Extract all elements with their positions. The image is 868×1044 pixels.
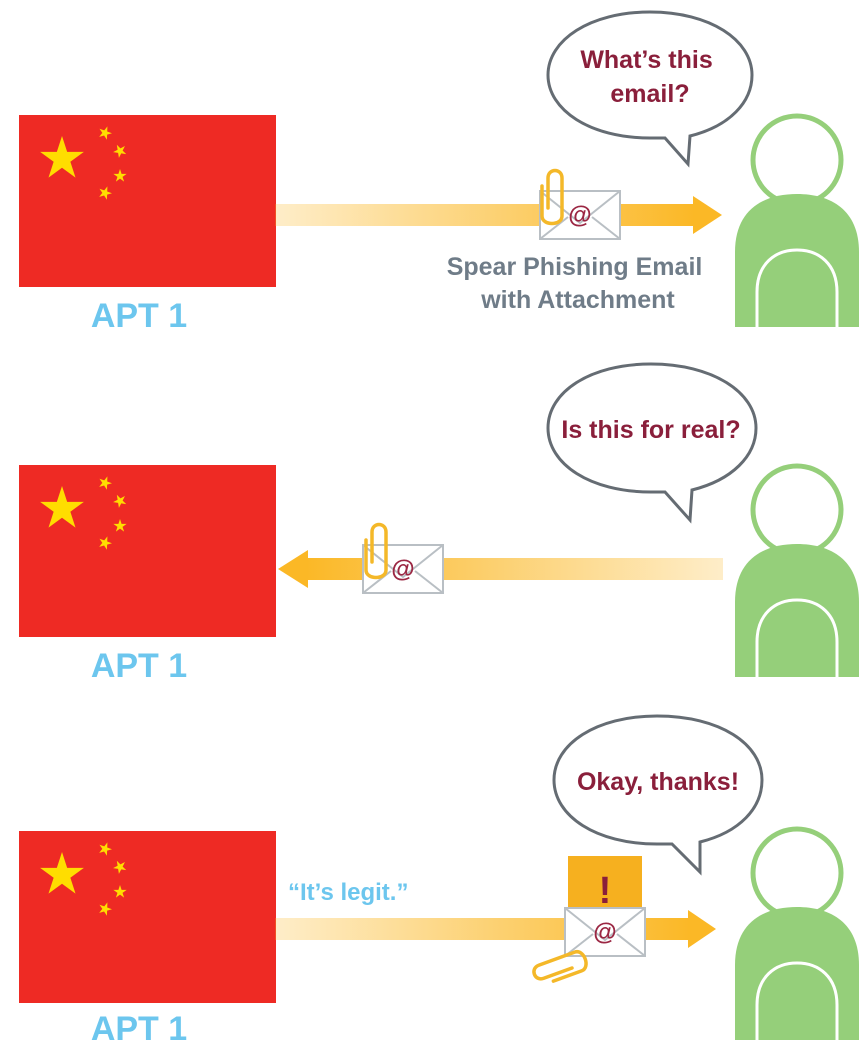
arrow-to-attacker: [278, 550, 723, 588]
email-with-attachment: @: [362, 522, 444, 594]
china-flag-icon: [19, 465, 276, 637]
bubble-text: Okay, thanks!: [577, 768, 739, 796]
arrow-to-target: [275, 196, 722, 234]
china-flag-icon: [19, 115, 276, 287]
warning-mark: !: [599, 870, 612, 912]
speech-bubble-icon: [546, 10, 754, 168]
email-with-attachment: @: [530, 907, 646, 989]
reply-quote: “It’s legit.”: [288, 879, 408, 906]
row-1: APT 1 @ Spear Phishing Email with Attach…: [19, 10, 859, 335]
speech-bubble-icon: [552, 714, 764, 876]
bubble-text: What’s this email?: [580, 46, 719, 108]
row-3: APT 1 “It’s legit.” ! @ Okay, thanks!: [19, 714, 859, 1044]
arrow-to-target: [275, 910, 716, 948]
bubble-text: Is this for real?: [561, 416, 740, 444]
email-with-attachment: @: [539, 168, 621, 240]
person-icon: [735, 466, 859, 677]
actor-label: APT 1: [91, 297, 187, 335]
person-icon: [735, 829, 859, 1040]
row-2: APT 1 @ Is this for real?: [19, 362, 859, 685]
actor-label: APT 1: [91, 647, 187, 685]
email-caption: Spear Phishing Email with Attachment: [447, 253, 710, 314]
envelope-at-symbol: @: [593, 919, 616, 946]
envelope-at-symbol: @: [391, 556, 414, 583]
actor-label: APT 1: [91, 1010, 187, 1044]
person-icon: [735, 116, 859, 327]
china-flag-icon: [19, 831, 276, 1003]
envelope-at-symbol: @: [568, 202, 591, 229]
speech-bubble-icon: [546, 362, 758, 524]
